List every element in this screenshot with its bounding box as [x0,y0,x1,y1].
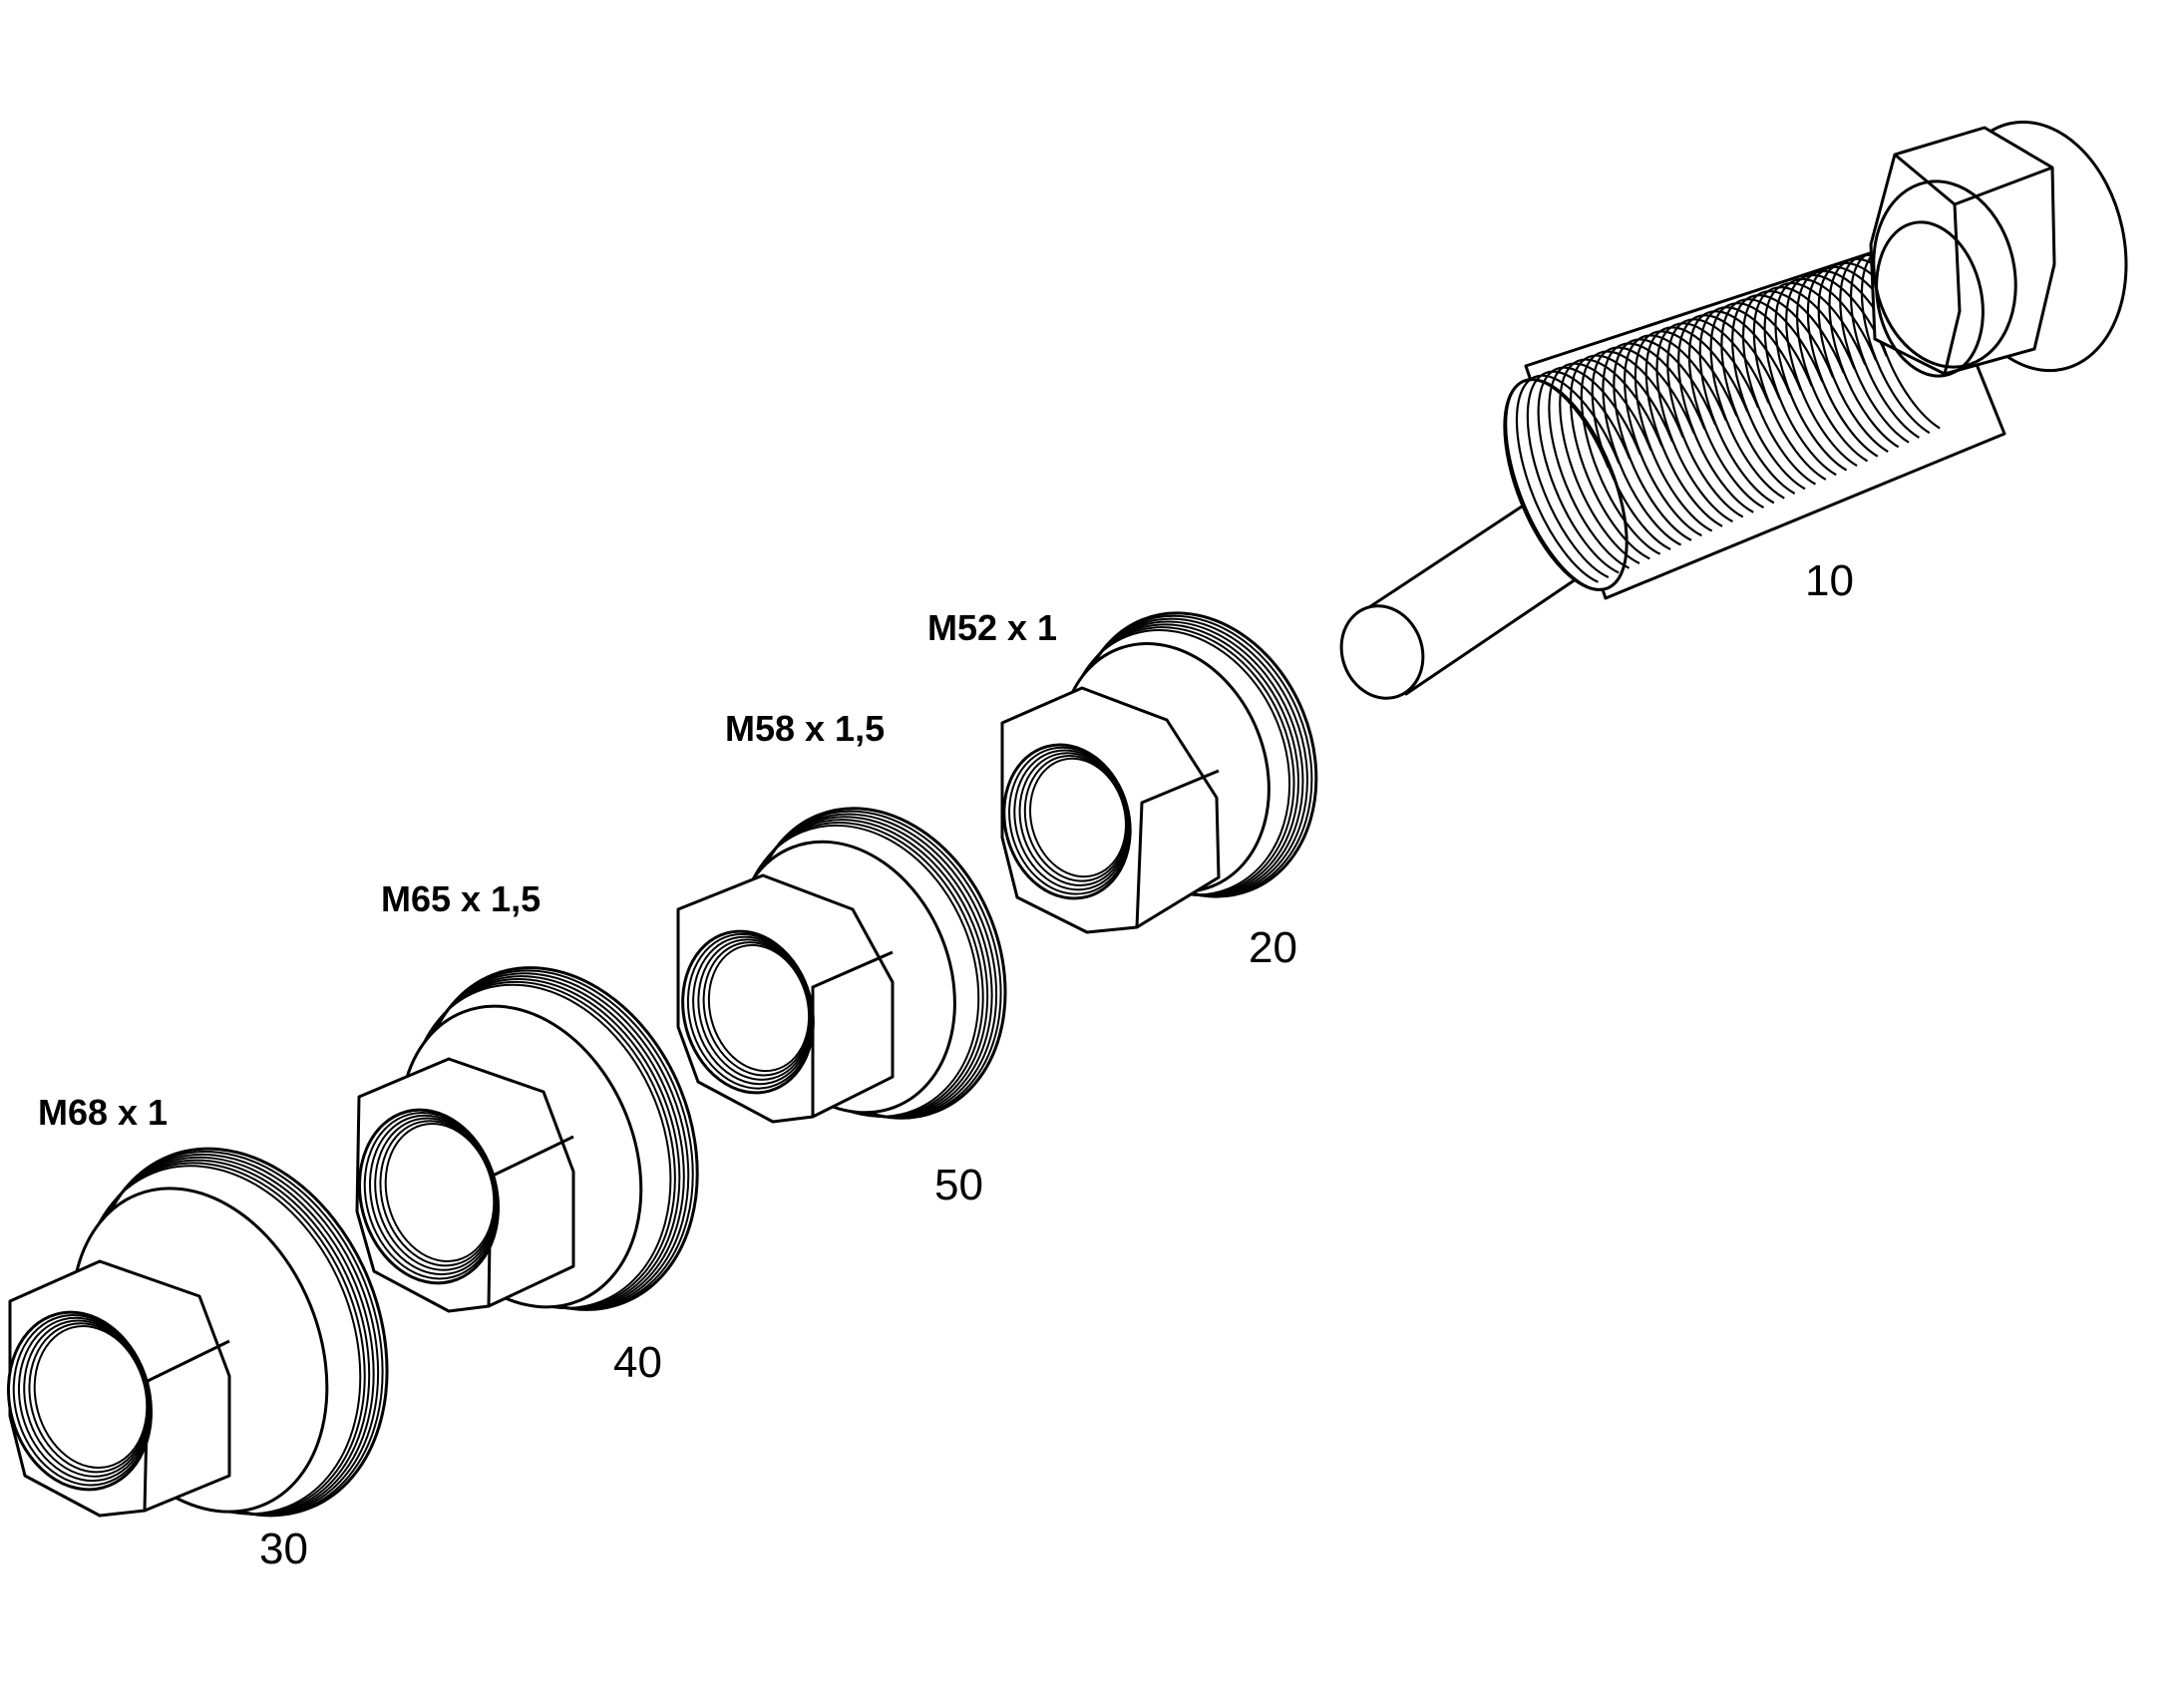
spec-label-m68: M68 x 1 [38,1092,168,1133]
spec-label-m65: M65 x 1,5 [381,878,541,919]
part-number-20: 20 [1249,923,1297,972]
adapter-part-40 [355,966,699,1313]
adapter-part-30 [6,1147,389,1518]
part-number-50: 50 [934,1161,983,1209]
part-number-40: 40 [613,1338,662,1387]
part-number-10: 10 [1805,556,1854,605]
adapter-20-bore-threads [1008,746,1131,895]
part-number-30: 30 [259,1525,308,1573]
bore-thread [1029,757,1127,878]
bore-thread [707,943,811,1073]
adapter-part-50 [676,807,1007,1124]
adapter-part-20 [1000,611,1318,934]
adapter-50-bore-threads [686,932,814,1090]
bolt-part [1339,120,2128,700]
bore-thread [33,1325,149,1469]
adapter-40-bore-threads [363,1111,499,1280]
adapter-30-bore-threads [12,1313,152,1487]
bore-thread [384,1123,496,1262]
spec-label-m52: M52 x 1 [927,607,1057,648]
spec-label-m58: M58 x 1,5 [725,708,885,749]
